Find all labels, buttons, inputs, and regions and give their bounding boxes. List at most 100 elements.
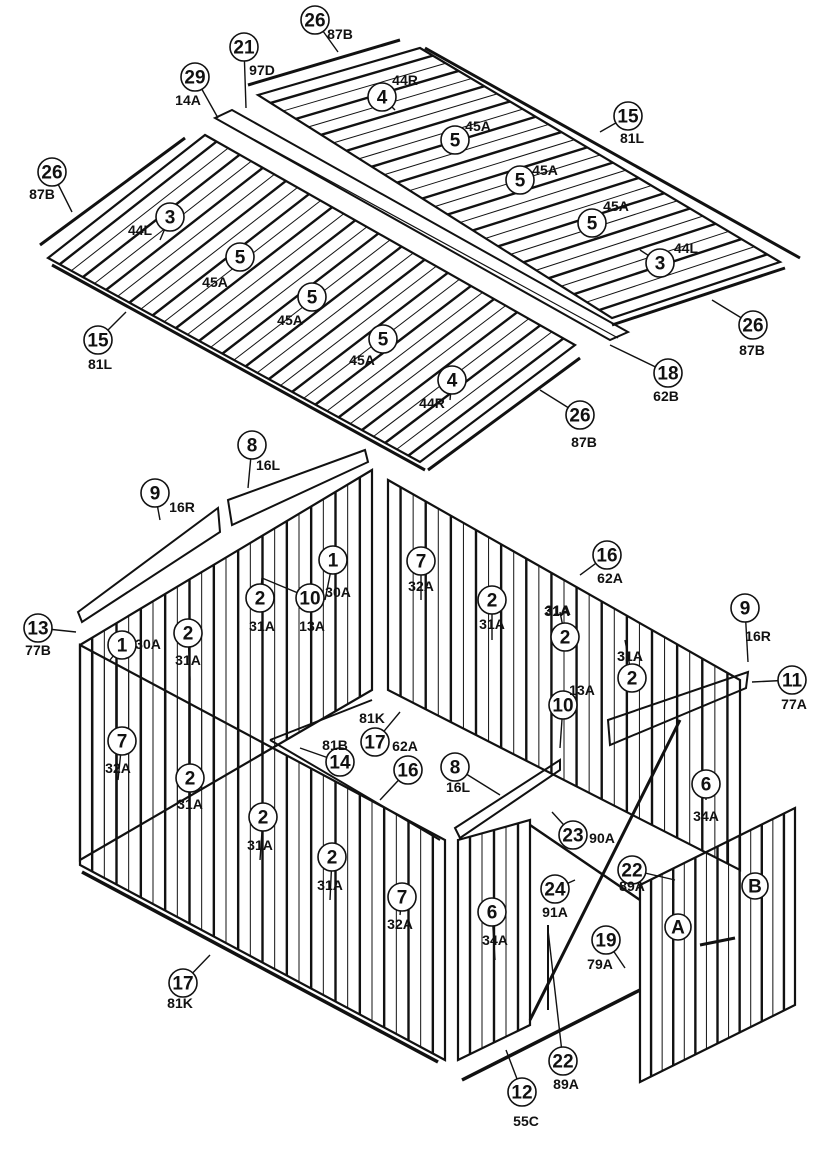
part-code: 31A — [247, 837, 273, 853]
callout-number: 1 — [117, 636, 128, 657]
part-code: 81L — [88, 356, 113, 372]
callout-circle — [318, 545, 348, 575]
part-code: 45A — [349, 352, 375, 368]
roof-panel-left-rib — [280, 265, 437, 386]
callout-number: 16 — [397, 761, 418, 782]
roof-panel-left-rib — [187, 213, 345, 335]
part-code: 32A — [387, 916, 413, 932]
roof-panel-left-rib — [210, 226, 368, 348]
roof-panel-right-rib — [396, 130, 562, 184]
gable-trim-right — [606, 670, 750, 747]
callout-circle — [440, 752, 470, 782]
loose-part-code: 81K — [359, 710, 385, 726]
callout-number: 14 — [329, 753, 351, 774]
callout-circle — [325, 747, 355, 777]
part-code: 62A — [392, 738, 418, 754]
part-code: 44L — [674, 240, 699, 256]
callout-number: 3 — [655, 254, 666, 275]
leader-line — [547, 929, 564, 1062]
part-code: 16L — [446, 779, 471, 795]
roof-panel-left-rib — [349, 305, 506, 425]
part-code: 45A — [202, 274, 228, 290]
callout-circle — [507, 1077, 537, 1107]
callout-circle — [300, 5, 330, 35]
callout-circle — [225, 242, 255, 272]
callout-number: 2 — [183, 624, 194, 645]
callout-circle — [565, 400, 595, 430]
callout-circle — [107, 726, 137, 756]
callout-circle — [317, 842, 347, 872]
callout-number: 2 — [327, 848, 338, 869]
callout-circle — [548, 1046, 578, 1076]
roof-panel-right-rib — [460, 169, 626, 223]
roof-panel-right-rib — [384, 123, 549, 176]
callout-number: 4 — [447, 371, 458, 392]
callout-number: 6 — [701, 775, 712, 796]
callout-circle — [107, 630, 137, 660]
roof-panel-right-rib — [586, 246, 755, 303]
roof-panel-right-rib — [535, 215, 704, 271]
part-code: 90A — [589, 830, 615, 846]
roof-panel-left-rib — [407, 337, 565, 457]
callout-number: 26 — [41, 163, 62, 184]
part-code: 97D — [249, 62, 275, 78]
callout-number: 2 — [487, 591, 498, 612]
callout-number: 5 — [587, 214, 598, 235]
callout-number: 8 — [247, 436, 258, 457]
part-code: 30A — [135, 636, 161, 652]
base-rail-front — [461, 988, 641, 1082]
roof-panel-left-rib — [244, 245, 403, 368]
callout-number: 7 — [117, 732, 128, 753]
floor-rail-mid — [269, 739, 441, 841]
part-code: 87B — [29, 186, 55, 202]
part-code: 16R — [169, 499, 195, 515]
part-code: 31A — [617, 648, 643, 664]
callout-circle — [550, 622, 580, 652]
door-brace-diagonal — [528, 719, 682, 1021]
callout-number: 2 — [560, 628, 571, 649]
callout-circle — [37, 157, 67, 187]
callout-circle — [367, 82, 397, 112]
part-code: 62B — [653, 388, 679, 404]
callout-number: 22 — [621, 861, 642, 882]
roof-panel-right-rib — [270, 54, 434, 105]
callout-number: 7 — [416, 552, 427, 573]
part-code: 34A — [482, 932, 508, 948]
callout-circle — [645, 248, 675, 278]
callout-number: 1 — [328, 551, 339, 572]
roof-panel-left-rib — [268, 258, 426, 381]
callout-number: 24 — [544, 880, 566, 901]
part-code: 87B — [739, 342, 765, 358]
callout-circle — [653, 358, 683, 388]
roof-panel-right-rib — [472, 176, 639, 232]
door-letter-circle — [664, 913, 692, 941]
roof-panel-right-rib — [561, 230, 729, 287]
roof-trim-front-right — [611, 266, 786, 327]
part-code: 45A — [532, 162, 558, 178]
part-code: 13A — [569, 682, 595, 698]
roof-panel-right-rib — [358, 108, 524, 160]
callout-circle — [477, 897, 507, 927]
ridge-cap-groove — [221, 121, 619, 339]
callout-circle — [387, 882, 417, 912]
callout-number: 5 — [307, 288, 318, 309]
roof-panel-right-rib — [320, 85, 485, 136]
callout-number: 2 — [185, 769, 196, 790]
